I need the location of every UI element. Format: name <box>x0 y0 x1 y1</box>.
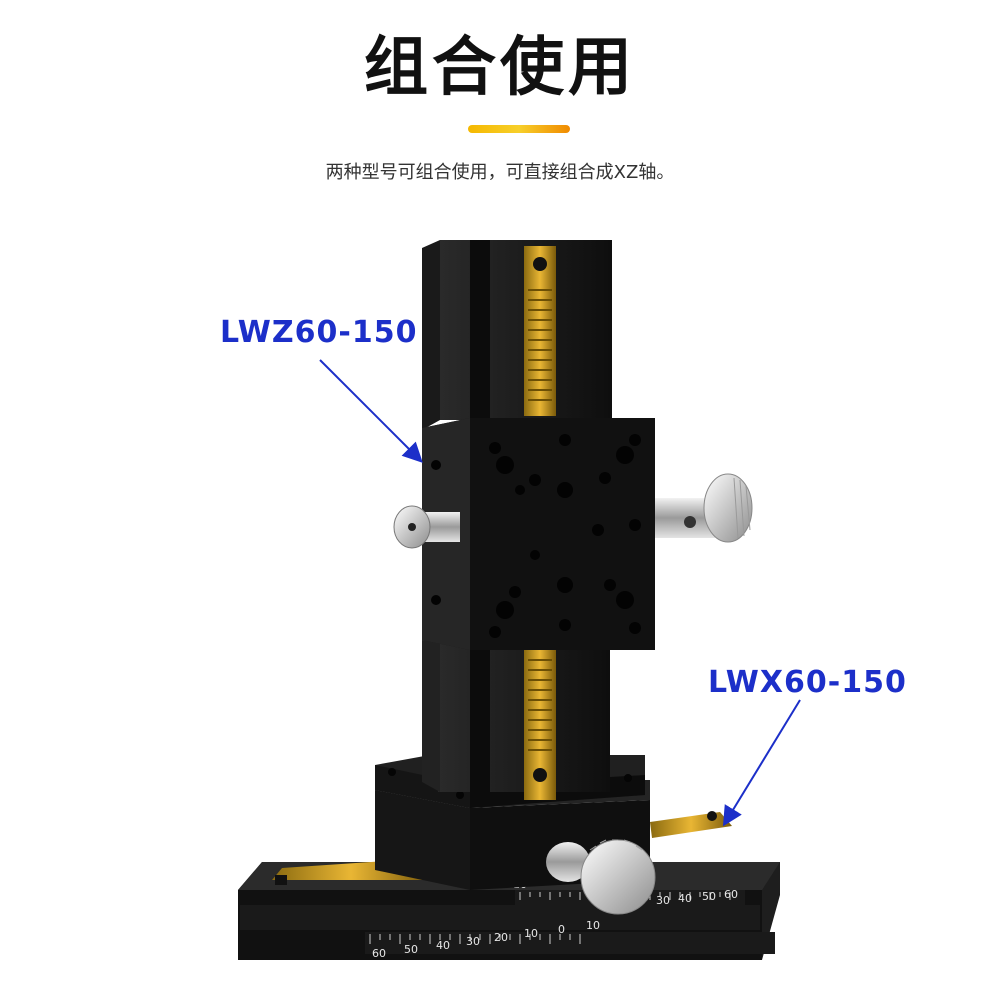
scale-lower-5: 10 <box>524 927 538 940</box>
page-subtitle: 两种型号可组合使用，可直接组合成XZ轴。 <box>325 162 675 183</box>
scale-upper-5: 40 <box>678 892 692 905</box>
scale-lower-1: 50 <box>404 943 418 956</box>
x-axis-model-label: LWX60-150 <box>708 665 907 700</box>
z-rack <box>524 246 556 800</box>
x-rack-right <box>650 811 732 838</box>
x-scale-strip: 10 0 10 20 30 40 50 60 60 50 40 30 20 10… <box>365 875 775 960</box>
x-callout-arrow <box>722 699 801 827</box>
scale-upper-4: 30 <box>656 894 670 907</box>
scale-lower-0: 60 <box>372 947 386 960</box>
scale-upper-6: 50 <box>702 890 716 903</box>
scale-lower-7: 10 <box>586 919 600 932</box>
accent-bar <box>468 125 570 133</box>
scale-lower-3: 30 <box>466 935 480 948</box>
z-axis-model-label: LWZ60-150 <box>220 315 418 350</box>
z-carriage <box>422 418 655 650</box>
page-title: 组合使用 <box>364 31 636 105</box>
z-lock-knob <box>393 505 460 549</box>
scale-lower-4: 20 <box>494 931 508 944</box>
scale-lower-6: 0 <box>558 923 565 936</box>
x-adjust-knob <box>546 839 656 915</box>
z-callout-arrow <box>319 359 423 463</box>
scale-lower-2: 40 <box>436 939 450 952</box>
scale-upper-7: 60 <box>724 888 738 901</box>
z-adjust-knob <box>655 473 753 543</box>
